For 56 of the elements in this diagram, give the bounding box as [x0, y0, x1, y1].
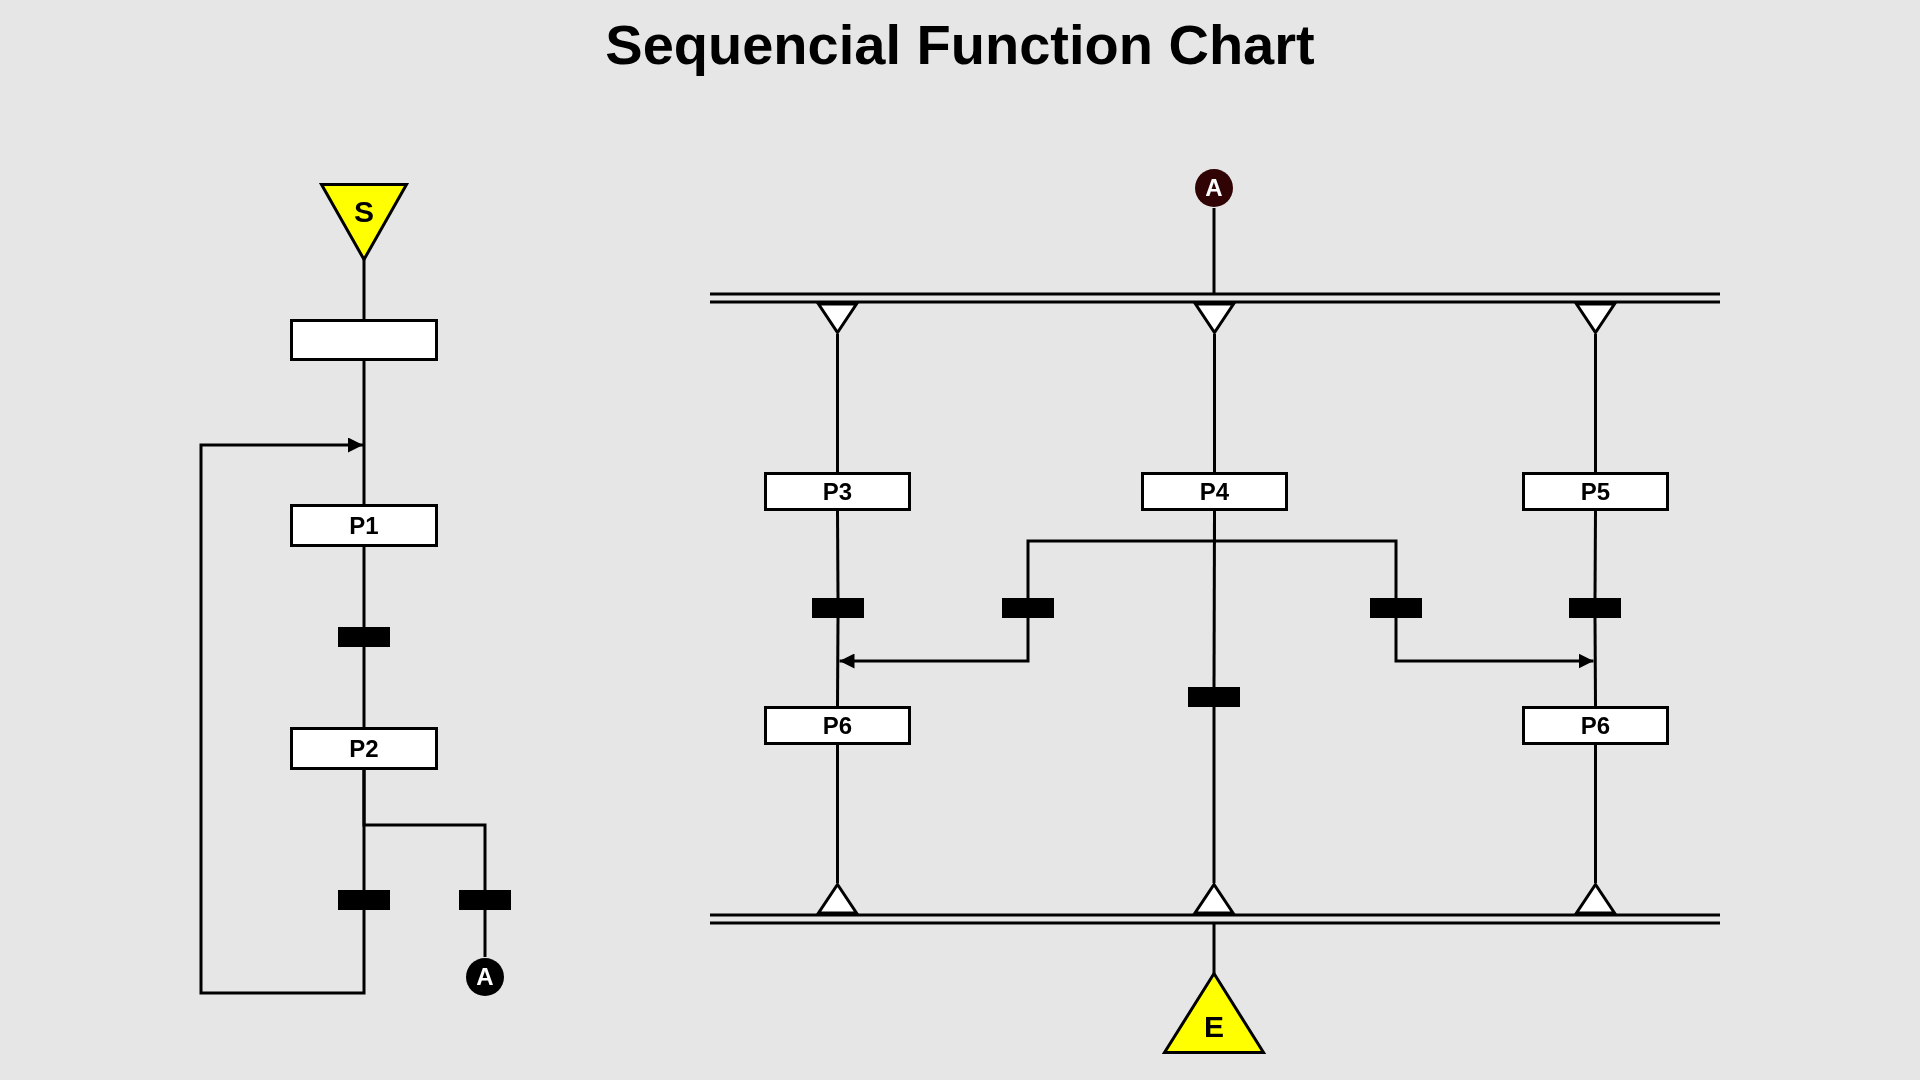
connector-line — [483, 910, 487, 957]
transition-bar — [1370, 598, 1422, 618]
step-box — [290, 727, 438, 770]
connector-line — [362, 770, 487, 890]
parallel-branch-bar — [710, 883, 1720, 925]
step-box — [1522, 472, 1669, 511]
connector-line — [1212, 511, 1216, 687]
chart-title: Sequencial Function Chart — [605, 13, 1315, 76]
parallel-branch-bar — [710, 292, 1720, 334]
arrow — [199, 437, 366, 995]
transition-bar — [338, 890, 390, 910]
connector-circle — [1194, 168, 1234, 208]
connector-line — [1212, 208, 1216, 294]
connector-line — [836, 618, 840, 706]
connector-line — [1594, 334, 1597, 472]
connector-line — [836, 745, 839, 883]
transition-bar — [1569, 598, 1621, 618]
transition-bar — [1188, 687, 1240, 707]
step-label: P5 — [1580, 477, 1611, 506]
connector-line — [1212, 923, 1216, 974]
step-label: E — [1204, 1010, 1224, 1044]
step-box — [1141, 472, 1288, 511]
step-box — [764, 472, 911, 511]
step-label: P1 — [349, 511, 379, 540]
step-label: P3 — [822, 477, 853, 506]
connector-line — [1593, 511, 1597, 598]
connector-line — [836, 511, 840, 598]
connector-line — [836, 334, 839, 472]
connector-line — [362, 259, 366, 319]
connector-line — [1213, 334, 1216, 472]
transition-bar — [338, 627, 390, 647]
connector-line — [1212, 707, 1216, 883]
connector-line — [1594, 745, 1597, 883]
connector-line — [362, 547, 366, 627]
step-label: S — [354, 195, 374, 229]
transition-bar — [1002, 598, 1054, 618]
connector-line — [1593, 618, 1597, 706]
step-label: P4 — [1199, 477, 1230, 506]
transition-bar — [459, 890, 511, 910]
arrow — [1394, 618, 1594, 669]
step-label: A — [476, 963, 494, 991]
step-box — [1522, 706, 1669, 745]
step-box — [290, 504, 438, 547]
connector-line — [362, 647, 366, 727]
arrow — [839, 618, 1030, 669]
step-box — [764, 706, 911, 745]
start-triangle — [320, 183, 408, 261]
step-label: P6 — [1580, 711, 1611, 740]
end-triangle — [1163, 972, 1265, 1054]
step-label: P6 — [822, 711, 853, 740]
step-label: A — [1205, 174, 1223, 202]
step-box — [290, 319, 438, 361]
connector-circle — [465, 957, 505, 997]
step-label: P2 — [349, 734, 379, 763]
transition-bar — [812, 598, 864, 618]
connector-line — [362, 361, 366, 504]
